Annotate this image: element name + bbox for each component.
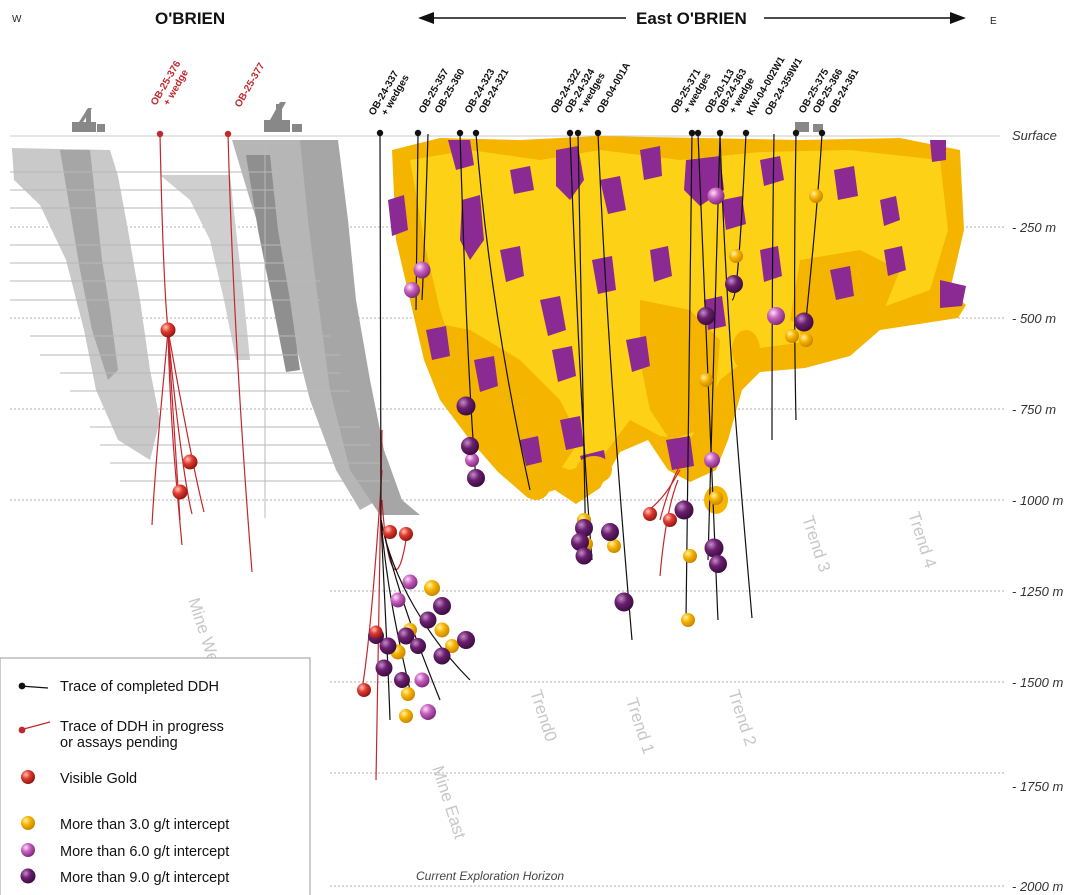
legend-label-in-progress-2: or assays pending [60, 735, 178, 751]
hole-labels-in-progress: OB-25-376 + wedge OB-25-377 [149, 57, 267, 113]
hole-label-ob-25-377: OB-25-377 [233, 61, 267, 110]
trend-label-trend0: Trend0 [526, 687, 561, 744]
title-obrien: O'BRIEN [155, 9, 225, 28]
depth-label-1750: - 1750 m [1012, 779, 1063, 794]
legend-item-visible-gold: Visible Gold [21, 770, 137, 787]
legend-label-visible-gold: Visible Gold [60, 771, 137, 787]
depth-label-250: - 250 m [1012, 220, 1056, 235]
title-east-obrien: East O'BRIEN [636, 9, 747, 28]
legend: Trace of completed DDH Trace of DDH in p… [0, 657, 311, 895]
legend-item-6gt: More than 6.0 g/t intercept [21, 843, 229, 860]
depth-label-1000: - 1000 m [1012, 493, 1063, 508]
depth-label-750: - 750 m [1012, 402, 1056, 417]
legend-label-in-progress-1: Trace of DDH in progress [60, 719, 224, 735]
trend-label-trend4: Trend 4 [904, 509, 940, 570]
compass-east: E [990, 16, 997, 27]
legend-item-in-progress: Trace of DDH in progress or assays pendi… [18, 719, 224, 751]
trend-label-trend2: Trend 2 [724, 687, 760, 748]
mine-level-lines [10, 140, 390, 518]
compass-west: W [12, 14, 22, 25]
intercepts-purple [368, 275, 814, 688]
svg-text:OB-25-377: OB-25-377 [233, 61, 267, 110]
legend-box [0, 657, 311, 895]
depth-label-surface: Surface [1012, 128, 1057, 143]
trend-label-trend3: Trend 3 [798, 513, 834, 574]
trend-label-trend1: Trend 1 [622, 695, 658, 756]
legend-label-9gt: More than 9.0 g/t intercept [60, 870, 229, 886]
mineralized-zones [392, 136, 966, 504]
hole-labels-completed: OB-24-337 + wedges OB-25-357 OB-25-360 O… [367, 55, 861, 123]
legend-label-completed: Trace of completed DDH [60, 679, 219, 695]
holes-in-progress [151, 133, 685, 781]
trend-label-mine-east: Mine East [428, 763, 470, 841]
depth-label-1250: - 1250 m [1012, 584, 1063, 599]
headframe-icon [72, 102, 823, 132]
legend-label-6gt: More than 6.0 g/t intercept [60, 844, 229, 860]
high-grade-zones [388, 140, 966, 480]
svg-text:OB-25-376 + wedge: OB-25-376 + wedge [149, 57, 194, 113]
mine-workings [12, 140, 420, 515]
legend-item-completed: Trace of completed DDH [18, 679, 219, 695]
visible-gold-markers [160, 322, 677, 697]
depth-labels: Surface - 250 m - 500 m - 750 m - 1000 m… [1012, 128, 1063, 894]
exploration-horizon-label: Current Exploration Horizon [416, 869, 564, 883]
legend-item-9gt: More than 9.0 g/t intercept [20, 868, 229, 886]
collar-markers-black [376, 129, 826, 137]
intercepts-pink [390, 187, 785, 720]
collar-markers-red [156, 130, 232, 138]
depth-label-500: - 500 m [1012, 311, 1056, 326]
svg-text:OB-24-337 + wedges: OB-24-337 + wedges [367, 67, 412, 123]
extent-arrow [418, 12, 966, 24]
legend-item-3gt: More than 3.0 g/t intercept [21, 816, 229, 833]
depth-label-1500: - 1500 m [1012, 675, 1063, 690]
depth-label-2000: - 2000 m [1012, 879, 1063, 894]
legend-label-3gt: More than 3.0 g/t intercept [60, 817, 229, 833]
